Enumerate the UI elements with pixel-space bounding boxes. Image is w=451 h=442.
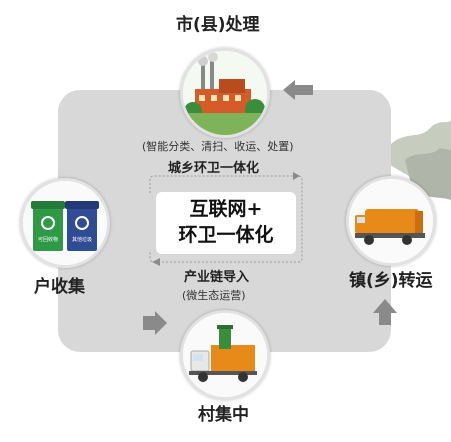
bottom-subtitle: (微生态运营) xyxy=(182,289,246,302)
bins-icon: 可回收物 其他垃圾 xyxy=(23,181,107,265)
node-title-household: 户收集 xyxy=(34,277,85,297)
inner-loop-dashed xyxy=(149,175,303,263)
arrow-to-village xyxy=(143,311,167,335)
top-subtitle: (智能分类、清扫、收运、处置) xyxy=(142,140,294,153)
inner-arrow-right xyxy=(293,172,300,180)
center-line2: 环卫一体化 xyxy=(178,224,274,246)
town-truck-circle xyxy=(346,176,436,266)
inner-arrow-left xyxy=(152,258,160,266)
compactor-truck-icon xyxy=(349,179,433,263)
factory-icon xyxy=(183,51,267,135)
green-bin-text: 可回收物 xyxy=(38,236,58,243)
arrow-to-city xyxy=(283,80,313,100)
node-title-town: 镇(乡)转运 xyxy=(349,271,433,291)
bottom-label: 产业链导入 xyxy=(184,270,250,285)
node-title-city: 市(县)处理 xyxy=(176,15,260,35)
top-label: 城乡环卫一体化 xyxy=(168,161,260,176)
city-plant-circle xyxy=(180,48,270,138)
center-line1: 互联网+ xyxy=(189,198,263,220)
household-bins-circle: 可回收物 其他垃圾 xyxy=(20,178,110,268)
node-title-village: 村集中 xyxy=(198,405,249,425)
village-truck-circle xyxy=(180,310,270,400)
bin-truck-icon xyxy=(183,313,267,397)
center-box: 互联网+ 环卫一体化 xyxy=(156,192,296,254)
ink-wash-decoration xyxy=(390,120,451,200)
blue-bin-text: 其他垃圾 xyxy=(72,236,92,243)
arrow-to-town xyxy=(373,299,397,325)
